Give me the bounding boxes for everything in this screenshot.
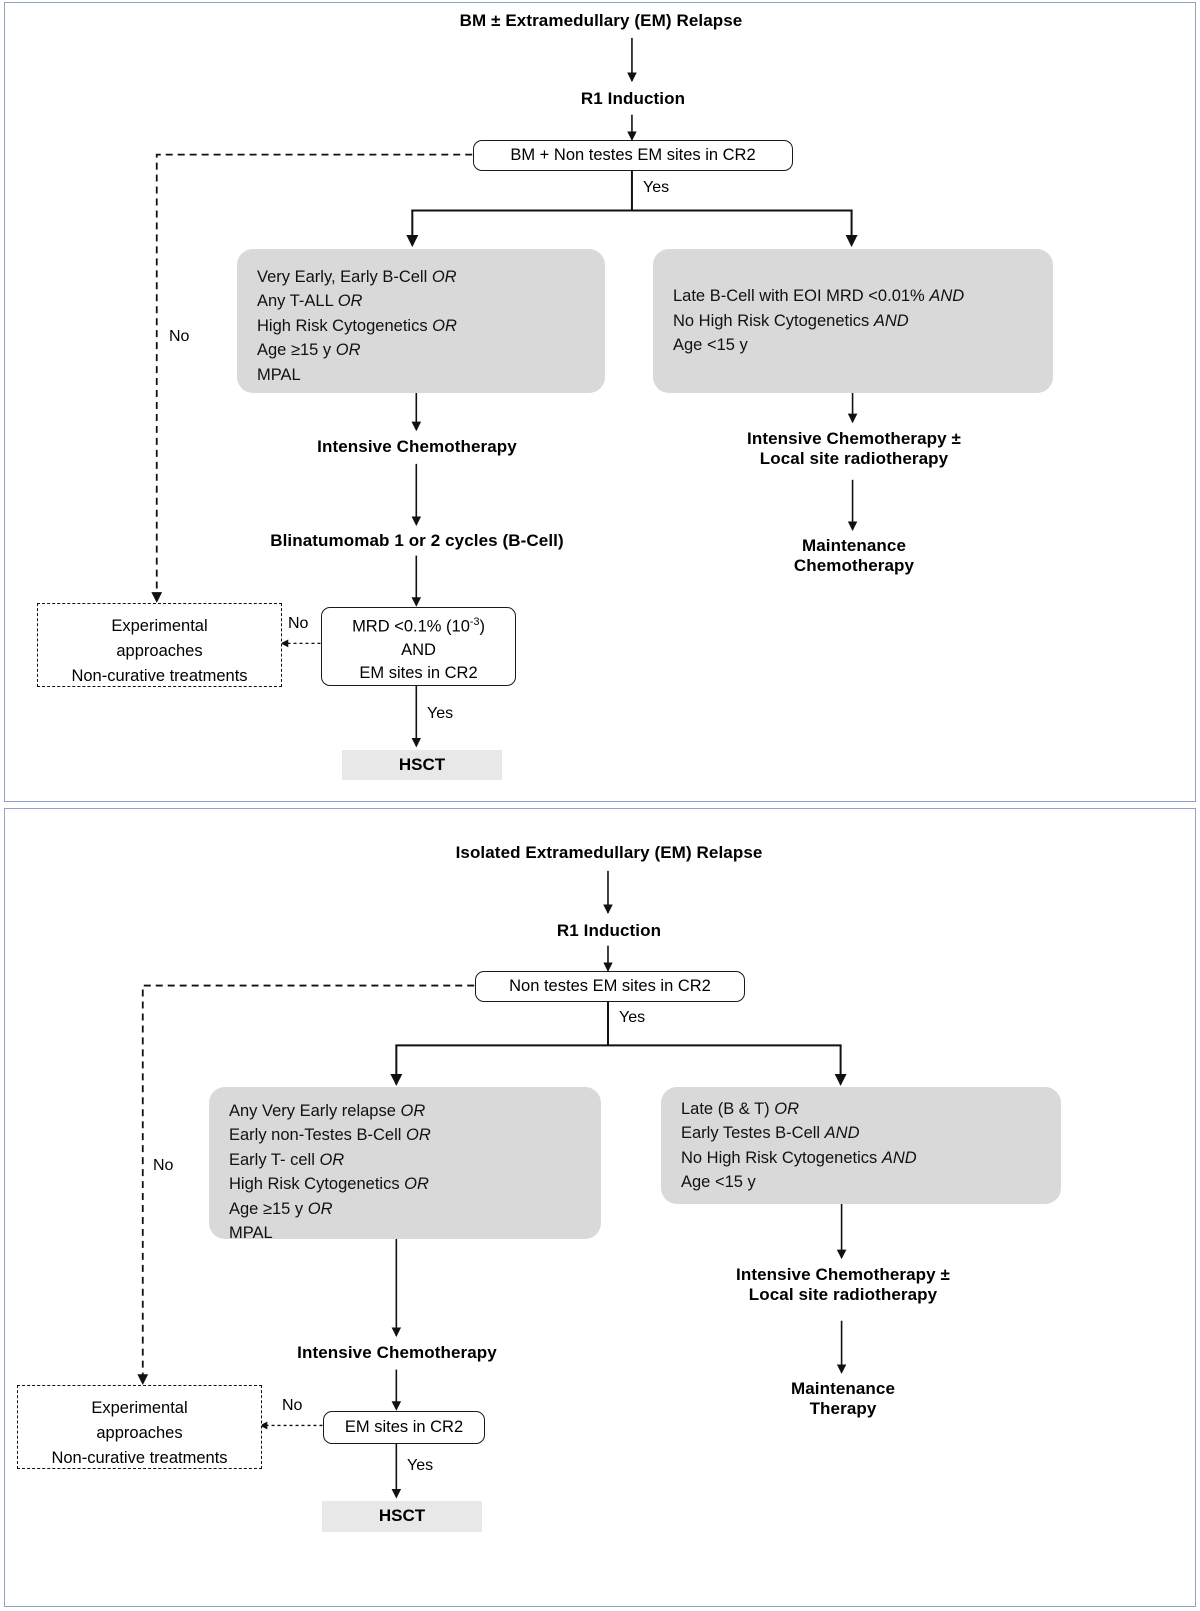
panel-1-yes-label-mrd: Yes (427, 705, 454, 722)
experimental-line: Experimental (111, 617, 208, 635)
panel-1-decision-mrd[interactable]: MRD <0.1% (10-3) AND EM sites in CR2 (321, 607, 516, 686)
criteria-line: Early T- cell OR (229, 1150, 345, 1169)
panel-1-no-label: No (169, 328, 190, 345)
panel-2-criteria-left: Any Very Early relapse OR Early non-Test… (209, 1087, 601, 1242)
criteria-line: Any T-ALL OR (257, 292, 363, 311)
experimental-line: approaches (96, 1423, 183, 1442)
criteria-line: Any Very Early relapse OR (229, 1102, 426, 1120)
experimental-line: approaches (116, 641, 203, 660)
panel-2-yes-label-top: Yes (619, 1009, 646, 1026)
panel-1-experimental-box: Experimental approaches Non-curative tre… (37, 603, 282, 687)
decision-line: AND (401, 640, 436, 659)
panel-bm-em-relapse: BM ± Extramedullary (EM) Relapse R1 Indu… (4, 2, 1196, 802)
panel-1-criteria-right: Late B-Cell with EOI MRD <0.01% AND No H… (653, 249, 1053, 393)
panel-1-blinatumomab: Blinatumomab 1 or 2 cycles (B-Cell) (270, 531, 564, 550)
panel-1-maintenance: Maintenance Chemotherapy (654, 536, 1054, 576)
panel-2-no-label: No (153, 1157, 174, 1174)
criteria-line: Early Testes B-Cell AND (681, 1124, 860, 1143)
panel-2-terminal-hsct: HSCT (322, 1501, 482, 1532)
criteria-line: Late (B & T) OR (681, 1099, 799, 1118)
panel-1-left-intensive-chemo: Intensive Chemotherapy (317, 437, 517, 456)
criteria-line: High Risk Cytogenetics OR (229, 1175, 429, 1194)
step-line: Chemotherapy (793, 556, 915, 576)
panel-2-maintenance: Maintenance Therapy (643, 1379, 1043, 1419)
panel-isolated-em-relapse: Isolated Extramedullary (EM) Relapse R1 … (4, 808, 1196, 1607)
decision-line: EM sites in CR2 (359, 664, 478, 683)
criteria-line: MPAL (229, 1224, 273, 1243)
panel-2-right-intensive-chemo-rt: Intensive Chemotherapy ± Local site radi… (643, 1265, 1043, 1305)
experimental-line: Experimental (91, 1399, 188, 1417)
criteria-line: Very Early, Early B-Cell OR (257, 268, 457, 286)
panel-2-left-intensive-chemo: Intensive Chemotherapy (297, 1343, 497, 1362)
criteria-line: Age <15 y (681, 1172, 756, 1191)
criteria-line: Age <15 y (673, 336, 748, 355)
step-line: Local site radiotherapy (748, 1285, 938, 1305)
panel-1-title: BM ± Extramedullary (EM) Relapse (459, 11, 743, 30)
step-line: Intensive Chemotherapy ± (736, 1265, 950, 1284)
criteria-line: Age ≥15 y OR (257, 341, 361, 360)
criteria-line: Age ≥15 y OR (229, 1199, 333, 1218)
step-line: Intensive Chemotherapy ± (747, 429, 961, 448)
panel-1-no-label-mrd: No (288, 615, 309, 632)
step-line: Maintenance (790, 1379, 896, 1398)
step-line: Therapy (809, 1399, 877, 1419)
panel-2-criteria-right: Late (B & T) OR Early Testes B-Cell AND … (661, 1087, 1061, 1204)
panel-1-decision-bm-non-testes[interactable]: BM + Non testes EM sites in CR2 (473, 140, 793, 171)
panel-2-r1-induction: R1 Induction (556, 921, 662, 940)
criteria-line: High Risk Cytogenetics OR (257, 316, 457, 335)
panel-2-no-label-em: No (282, 1397, 303, 1414)
criteria-line: No High Risk Cytogenetics AND (681, 1148, 917, 1167)
panel-2-decision-non-testes[interactable]: Non testes EM sites in CR2 (475, 971, 745, 1002)
experimental-line: Non-curative treatments (51, 1448, 228, 1467)
panel-2-title: Isolated Extramedullary (EM) Relapse (455, 843, 763, 862)
criteria-line: Late B-Cell with EOI MRD <0.01% AND (673, 287, 965, 306)
panel-1-yes-label-top: Yes (643, 179, 670, 196)
step-line: Local site radiotherapy (759, 449, 949, 469)
experimental-line: Non-curative treatments (71, 666, 248, 685)
panel-2-decision-em-sites[interactable]: EM sites in CR2 (323, 1411, 485, 1444)
decision-line: MRD <0.1% (10-3) (352, 616, 485, 636)
step-line: Maintenance (801, 536, 907, 555)
panel-2-experimental-box: Experimental approaches Non-curative tre… (17, 1385, 262, 1469)
panel-1-right-intensive-chemo-rt: Intensive Chemotherapy ± Local site radi… (654, 429, 1054, 469)
criteria-line: Early non-Testes B-Cell OR (229, 1126, 431, 1145)
panel-1-criteria-left: Very Early, Early B-Cell OR Any T-ALL OR… (237, 249, 605, 393)
criteria-line: No High Risk Cytogenetics AND (673, 311, 909, 330)
panel-1-terminal-hsct: HSCT (342, 750, 502, 780)
criteria-line: MPAL (257, 365, 301, 384)
panel-2-yes-label-em: Yes (407, 1457, 434, 1474)
panel-1-r1-induction: R1 Induction (580, 89, 686, 108)
